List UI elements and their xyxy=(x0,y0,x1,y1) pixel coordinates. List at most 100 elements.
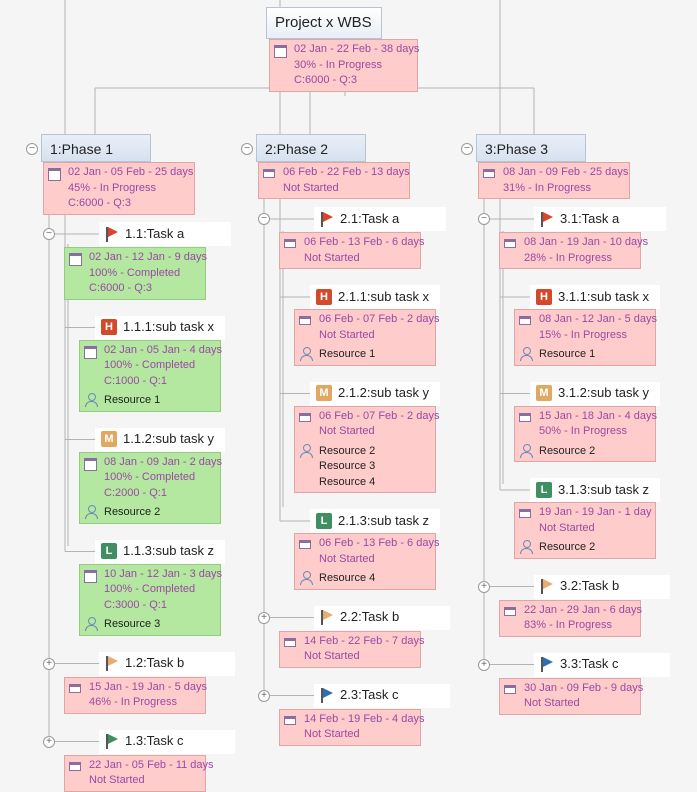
resource-name: Resource 2 xyxy=(539,444,596,457)
node-label: 2.1.2:sub task y xyxy=(338,385,430,401)
info-line: 08 Jan - 19 Jan - 10 days xyxy=(524,236,649,248)
root-title[interactable]: Project x WBS xyxy=(266,7,382,39)
info-box: 02 Jan - 05 Jan - 4 days 100% - Completed… xyxy=(79,339,223,412)
resource-list: Resource 1 xyxy=(519,347,651,363)
expand-icon[interactable]: + xyxy=(43,735,55,748)
expand-icon[interactable]: + xyxy=(258,611,270,624)
info-line: 30% - In Progress xyxy=(294,58,383,71)
person-icon xyxy=(84,505,98,520)
task-title[interactable]: 3.1:Task a xyxy=(534,207,666,231)
collapse-icon[interactable]: − xyxy=(26,143,38,155)
flag-icon xyxy=(540,578,554,595)
calendar-icon xyxy=(284,239,296,248)
phase-title[interactable]: 3:Phase 3 xyxy=(476,134,586,162)
info-line: Not Started xyxy=(319,552,375,565)
priority-H-icon: H xyxy=(536,288,552,305)
collapse-icon[interactable]: − xyxy=(461,143,473,155)
person-icon xyxy=(84,617,98,632)
task-title[interactable]: 2.2:Task b xyxy=(314,605,450,630)
info-line: 10 Jan - 12 Jan - 3 days xyxy=(104,567,223,580)
info-line: 08 Jan - 09 Jan - 2 days xyxy=(104,455,223,468)
task-title[interactable]: 1.3:Task c xyxy=(99,729,235,754)
info-line: Not Started xyxy=(89,774,145,786)
info-line: 06 Feb - 13 Feb - 6 days xyxy=(304,236,425,248)
priority-H-icon: H xyxy=(316,288,332,305)
resource-list: Resource 2 xyxy=(84,505,216,521)
info-line: 30 Jan - 09 Feb - 9 days xyxy=(524,681,644,694)
info-line: 83% - In Progress xyxy=(524,619,613,631)
task-title[interactable]: 1.1:Task a xyxy=(99,222,231,246)
collapse-icon[interactable]: − xyxy=(258,213,270,225)
flag-icon xyxy=(320,609,334,626)
node-label: 2.1.3:sub task z xyxy=(338,512,430,528)
flag-icon xyxy=(105,655,119,672)
info-line: C:1000 - Q:1 xyxy=(104,374,167,387)
calendar-icon xyxy=(84,457,97,471)
expand-icon[interactable]: + xyxy=(258,689,270,702)
resource-list: Resource 1 xyxy=(299,347,431,363)
phase-title[interactable]: 2:Phase 2 xyxy=(256,134,366,162)
node-label: 3.1:Task a xyxy=(560,210,620,226)
info-line: 06 Feb - 07 Feb - 2 days xyxy=(319,313,440,325)
collapse-icon[interactable]: − xyxy=(241,143,253,155)
phase-title[interactable]: 1:Phase 1 xyxy=(41,134,151,162)
info-line: 14 Feb - 19 Feb - 4 days xyxy=(304,712,425,725)
node-label: 3.2:Task b xyxy=(560,578,620,594)
node-label: 2.3:Task c xyxy=(340,687,399,703)
calendar-icon xyxy=(299,316,311,325)
info-line: 02 Jan - 05 Feb - 25 days xyxy=(68,166,194,178)
info-line: 100% - Completed xyxy=(104,471,196,483)
calendar-icon xyxy=(48,168,61,181)
collapse-icon[interactable]: − xyxy=(43,228,55,240)
info-line: 100% - Completed xyxy=(104,359,196,371)
calendar-icon xyxy=(504,684,516,694)
expand-icon[interactable]: + xyxy=(478,580,490,593)
info-line: 02 Jan - 05 Jan - 4 days xyxy=(104,343,223,356)
flag-icon xyxy=(105,226,119,242)
collapse-icon[interactable]: − xyxy=(478,213,490,225)
person-icon xyxy=(519,347,533,362)
flag-icon xyxy=(540,211,554,227)
node-label: 1.1:Task a xyxy=(125,225,185,241)
task-title[interactable]: 3.2:Task b xyxy=(534,574,670,599)
task-title[interactable]: 2.3:Task c xyxy=(314,683,450,708)
info-line: 31% - In Progress xyxy=(503,181,592,194)
task-title[interactable]: 1.2:Task b xyxy=(99,651,235,676)
node-label: 3.3:Task c xyxy=(560,656,619,672)
info-line: 100% - Completed xyxy=(89,266,181,279)
info-line: 08 Jan - 09 Feb - 25 days xyxy=(503,166,629,178)
task-title[interactable]: 2.1:Task a xyxy=(314,207,446,231)
person-icon xyxy=(299,571,313,586)
info-line: 50% - In Progress xyxy=(539,425,628,437)
info-line: 15% - In Progress xyxy=(539,328,628,341)
calendar-icon xyxy=(69,253,82,266)
resource-name: Resource 3 xyxy=(319,460,376,472)
resource-name: Resource 2 xyxy=(104,506,161,518)
resource-name: Resource 2 xyxy=(319,444,376,457)
calendar-icon xyxy=(263,169,275,178)
info-line: Not Started xyxy=(304,728,360,740)
priority-M-icon: M xyxy=(536,385,552,402)
info-line: 06 Feb - 22 Feb - 13 days xyxy=(283,166,410,178)
node-label: 1.1.1:sub task x xyxy=(123,319,215,335)
resource-list: Resource 4 xyxy=(299,571,431,587)
expand-icon[interactable]: + xyxy=(478,658,490,671)
task-title[interactable]: 3.3:Task c xyxy=(534,652,670,677)
expand-icon[interactable]: + xyxy=(43,657,55,670)
person-icon xyxy=(299,347,313,362)
